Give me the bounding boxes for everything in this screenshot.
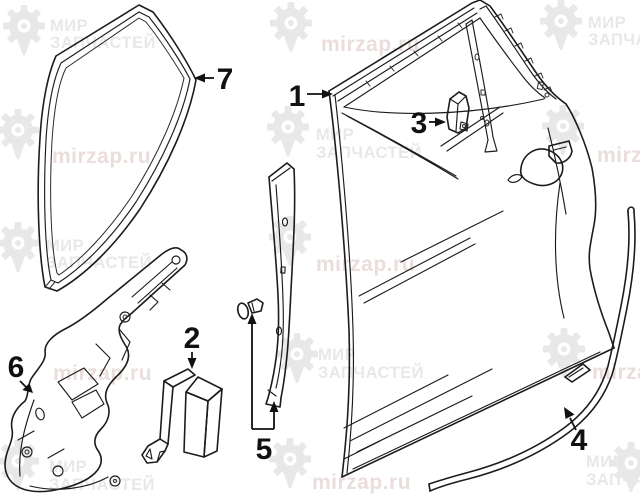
watermark-text: МИР [50,17,88,35]
callout-6-arrowhead [22,383,33,393]
callout-5-arrowhead [247,313,257,324]
callout-1-arrowhead [322,89,333,99]
watermark-text: МИР [588,14,626,32]
callout-3-label: 3 [411,107,428,140]
callout-2-label: 2 [184,322,201,355]
gear-pin-icon [269,438,311,489]
watermark-text: mirzap.ru [53,362,152,385]
watermark-text: ЗАПЧАСТЕЙ [318,363,424,382]
watermark-tile: МИР ЗАПЧАСТЕЙ [0,222,152,273]
watermark-text: МИР [49,458,87,476]
callout-5-bracket [251,322,275,430]
part-door-seal [37,4,197,292]
callout-3-arrowhead [435,117,446,127]
callout-2-arrowhead [187,358,197,369]
watermark-text: mirzap.ru [592,361,640,384]
watermark-text: mirzap.ru [312,471,411,494]
callout-1: 1 [289,80,333,113]
watermark-text: МИР [586,453,624,471]
watermark-text: mirzap.ru [52,145,151,168]
watermark-tile: МИР ЗАПЧАСТЕЙ [0,440,155,494]
channel-clip [236,298,264,320]
gear-pin-icon [3,5,45,56]
watermark-text: ЗАПЧАСТЕЙ [46,253,152,272]
watermark-tile: МИР ЗАПЧАСТЕЙ [540,0,640,51]
watermark-tile: mirzap.ru [542,105,640,167]
watermark-text: mirzap.ru [597,144,640,167]
gear-pin-icon [270,2,312,53]
watermark-tile: mirzap.ru [269,438,411,494]
gear-pin-icon [267,106,309,157]
callout-7-arrowhead [194,73,205,83]
part-door-shell [328,0,615,478]
callout-6: 6 [8,351,33,393]
watermark-tile: mirzap.ru [269,216,415,276]
callout-3: 3 [411,107,446,140]
watermark-tile: МИР ЗАПЧАСТЕЙ [3,5,155,56]
callout-1-label: 1 [289,80,306,113]
watermark-text: ЗАПЧАСТЕЙ [586,470,640,489]
part-window-channel [236,162,296,408]
watermark-text: ЗАПЧАСТЕЙ [49,475,155,494]
part-impact-pad [141,368,223,464]
callout-7-label: 7 [217,63,234,96]
callout-4-arrow [569,417,577,431]
callout-5-arrowhead [269,401,279,412]
watermark-tile: mirzap.ru [53,362,152,385]
part-frame-bracket [446,91,470,134]
callouts: 1 2 3 4 5 6 7 [8,63,588,466]
callout-7: 7 [194,63,233,96]
callout-4-label: 4 [571,424,588,457]
callout-6-label: 6 [8,351,25,384]
part-carrier-panel [4,247,188,493]
watermark-tile: mirzap.ru [0,109,151,168]
watermark-text: МИР [318,346,356,364]
gear-pin-icon [0,109,39,160]
watermark-tile: МИР ЗАПЧАСТЕЙ [586,442,640,493]
callout-4: 4 [564,407,588,457]
watermark-tile: МИР ЗАПЧАСТЕЙ [276,333,424,384]
watermark-text: МИР [46,237,84,255]
gear-pin-icon [540,0,582,51]
callout-6-arrow [19,380,27,388]
callout-4-arrowhead [564,407,575,419]
callout-5-label: 5 [256,433,273,466]
watermark-text: ЗАПЧАСТЕЙ [316,143,422,162]
callout-5: 5 [247,313,279,466]
watermark-text: ЗАПЧАСТЕЙ [588,30,640,49]
gear-pin-icon [0,222,39,273]
callout-2: 2 [184,322,201,369]
watermark-text: mirzap.ru [316,253,415,276]
part-edge-molding [428,206,636,492]
